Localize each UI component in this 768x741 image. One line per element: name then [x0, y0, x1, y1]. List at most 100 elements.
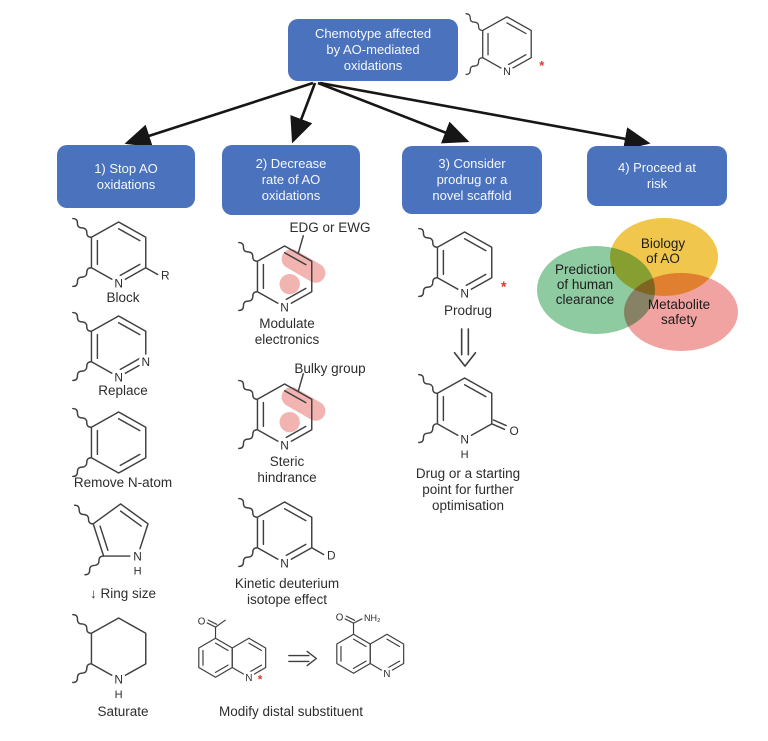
branch-box-3-prodrug-scaffold: 3) Consider prodrug or a novel scaffold	[402, 146, 542, 214]
squiggle-bond	[72, 311, 93, 332]
structure-pyridine-deuterium: N D	[238, 497, 336, 570]
squiggle-bond	[72, 457, 93, 478]
atom-n: N	[141, 355, 150, 369]
structure-piperidine-saturate: N H	[72, 613, 147, 701]
caption-replace: Replace	[98, 383, 148, 398]
arrow-to-branch-4	[319, 81, 651, 148]
squiggle-bond	[465, 57, 484, 76]
atom-n: N	[245, 673, 252, 684]
caption-modulate-electronics: Modulate electronics	[254, 316, 320, 347]
amide-bond	[352, 618, 363, 624]
arrow-to-branch-3	[317, 81, 470, 144]
branch-box-4-proceed-at-risk: 4) Proceed at risk	[587, 146, 727, 206]
squiggle-bond	[73, 504, 94, 525]
squiggle-bond	[238, 547, 259, 568]
atom-n: N	[280, 300, 289, 314]
caption-drug-starting-point: Drug or a starting point for further opt…	[415, 466, 521, 513]
caption-kinetic-deuterium: Kinetic deuterium isotope effect	[234, 576, 340, 607]
atom-o: O	[198, 616, 206, 627]
atom-o: O	[510, 424, 519, 438]
squiggle-bond	[238, 291, 259, 312]
annotation-bulky-group: Bulky group	[294, 361, 366, 376]
branch-box-line: risk	[646, 176, 668, 191]
atom-r: R	[161, 269, 170, 283]
methyl-bond	[214, 619, 226, 628]
atom-n: N	[114, 276, 123, 290]
atom-n: N	[114, 370, 123, 384]
branch-box-line: prodrug or a	[436, 172, 508, 187]
squiggle-bond	[72, 361, 93, 382]
structure-pyridine-ao-site: N *	[465, 13, 544, 78]
squiggle-bond	[72, 267, 93, 288]
caption-remove-n-atom: Remove N-atom	[73, 475, 173, 490]
atom-n: N	[133, 549, 142, 563]
squiggle-bond	[418, 373, 439, 395]
venn-label-biology: Biology of AO	[640, 236, 686, 266]
atom-h: H	[461, 449, 469, 461]
structure-benzene-remove-n	[72, 407, 147, 478]
structure-pyridinone-drug: N H O	[418, 373, 519, 461]
atom-n: N	[280, 556, 289, 570]
root-box-line: by AO-mediated	[326, 42, 420, 57]
oxidation-site-highlight	[279, 273, 300, 295]
structure-quinoline-amide: O NH₂ N	[336, 612, 405, 680]
structure-pyridazine-replace: N N	[72, 311, 153, 384]
atom-n: N	[280, 438, 289, 452]
branch-box-line: 1) Stop AO	[94, 160, 158, 176]
squiggle-bond	[238, 497, 259, 518]
structure-pyridine-blocked: N R	[72, 217, 170, 290]
arrow-to-branch-2	[290, 82, 317, 144]
venn-label-metabolite: Metabolite safety	[647, 297, 711, 327]
ao-site-asterisk: *	[258, 673, 263, 687]
atom-n: N	[383, 669, 390, 680]
caption-steric-hindrance: Steric hindrance	[257, 454, 317, 485]
branch-box-line: rate of AO	[261, 172, 321, 187]
branch-box-line: oxidations	[261, 188, 321, 203]
atom-n: N	[114, 672, 123, 686]
ao-site-asterisk: *	[539, 58, 544, 73]
root-box-chemotype: Chemotype affected by AO-mediated oxidat…	[288, 19, 458, 81]
substituent-bond	[297, 235, 304, 255]
atom-d: D	[327, 549, 336, 563]
substituent-bond	[297, 373, 304, 393]
atom-nh2: NH₂	[364, 613, 381, 623]
branch-box-1-stop-ao: 1) Stop AO oxidations	[57, 145, 195, 208]
caption-saturate: Saturate	[97, 704, 149, 719]
branch-arrows	[124, 81, 651, 148]
caption-ring-size: ↓ Ring size	[89, 586, 157, 601]
structure-pyridine-steric-hindrance: N	[238, 373, 326, 452]
ao-site-asterisk: *	[501, 279, 507, 295]
squiggle-bond	[238, 241, 259, 262]
squiggle-bond	[418, 277, 439, 298]
structure-pyridine-prodrug: N *	[418, 227, 507, 300]
squiggle-bond	[238, 429, 259, 450]
squiggle-bond	[72, 613, 93, 635]
atom-h: H	[115, 689, 123, 701]
atom-n: N	[503, 66, 511, 78]
caption-modify-distal: Modify distal substituent	[218, 704, 364, 719]
squiggle-bond	[72, 663, 93, 684]
oxidation-site-highlight	[279, 411, 300, 433]
branch-box-line: novel scaffold	[432, 188, 512, 203]
caption-block: Block	[106, 290, 140, 305]
atom-n: N	[460, 286, 469, 300]
venn-label-prediction: Prediction of human clearance	[554, 262, 616, 307]
squiggle-bond	[418, 227, 439, 248]
squiggle-bond	[238, 379, 259, 400]
ring	[482, 16, 532, 73]
annotation-edg-ewg: EDG or EWG	[289, 220, 371, 235]
arrow-to-branch-1	[124, 81, 314, 147]
squiggle-bond	[465, 13, 484, 32]
implies-arrow-icon	[288, 650, 318, 667]
squiggle-bond	[72, 407, 93, 428]
branch-box-line: 4) Proceed at	[617, 160, 697, 175]
structure-pyridine-modulate-electronics: N	[238, 235, 326, 314]
implies-down-arrow-icon	[453, 328, 477, 367]
risk-venn-diagram	[537, 218, 738, 351]
branch-box-line: 2) Decrease	[255, 156, 327, 171]
atom-o: O	[336, 612, 344, 623]
squiggle-bond	[84, 555, 105, 576]
caption-prodrug: Prodrug	[443, 303, 493, 318]
branch-box-line: oxidations	[96, 176, 156, 192]
